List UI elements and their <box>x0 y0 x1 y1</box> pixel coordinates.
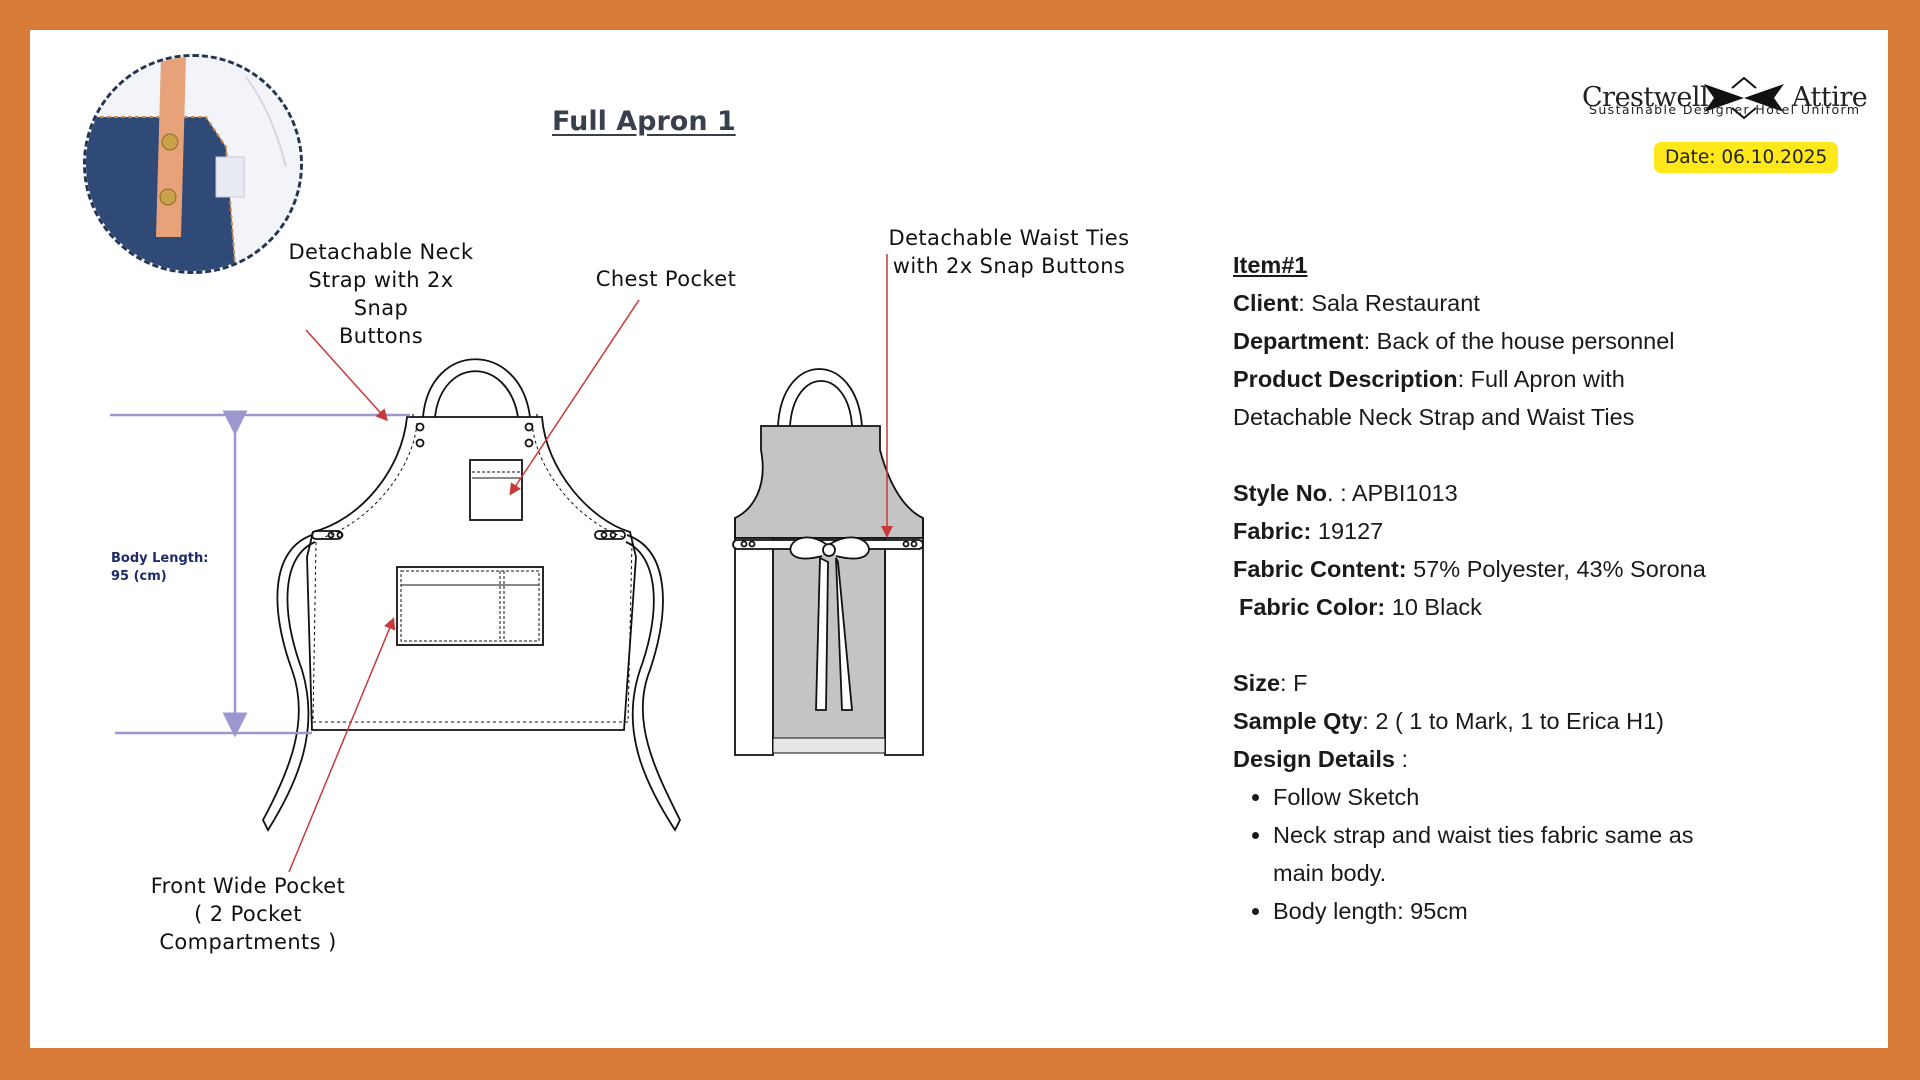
waist-ties-label-1: Detachable Waist Ties <box>888 226 1130 250</box>
page: Full Apron 1 Crestwell Attire Sustainabl… <box>30 30 1888 1048</box>
waist-ties-callout: Detachable Waist Ties with 2x Snap Butto… <box>878 224 1140 280</box>
front-pocket-label-1: Front Wide Pocket <box>150 874 346 898</box>
page-title: Full Apron 1 <box>552 106 736 137</box>
apron-technical-sketch <box>110 254 924 873</box>
brand-tagline: Sustainable Designer Hotel Uniform <box>1589 102 1861 117</box>
design-details-list: Follow Sketch Neck strap and waist ties … <box>1233 778 1743 930</box>
fabric-content-row: Fabric Content: 57% Polyester, 43% Soron… <box>1233 556 1706 582</box>
spec-sheet: Item#1 Client: Sala Restaurant Departmen… <box>1233 246 1793 930</box>
body-length-label: Body Length: 95 (cm) <box>111 550 208 586</box>
neck-strap-label-2: Strap with 2x Snap <box>308 268 454 320</box>
front-pocket-label-2: ( 2 Pocket <box>194 902 302 926</box>
waist-ties-label-2: with 2x Snap Buttons <box>892 254 1126 278</box>
brand-logo: Crestwell Attire <box>1582 48 1872 148</box>
neck-strap-label-3: Buttons <box>338 324 424 348</box>
callout-arrows <box>288 254 893 873</box>
product-description-row: Product Description: Full Apron with Det… <box>1233 366 1635 430</box>
brand-name-right: Attire <box>1792 82 1868 113</box>
strap-detail-photo <box>83 54 303 274</box>
brand-name-left: Crestwell <box>1582 82 1709 113</box>
body-length-label-1: Body Length: <box>111 551 209 566</box>
fabric-color-row: Fabric Color: 10 Black <box>1239 594 1482 620</box>
client-row: Client: Sala Restaurant <box>1233 290 1480 316</box>
date-badge: Date: 06.10.2025 <box>1654 142 1839 173</box>
list-item: Follow Sketch <box>1273 778 1743 816</box>
front-pocket-label-3: Compartments ) <box>159 930 337 954</box>
body-length-measure <box>110 410 410 738</box>
style-row: Style No. : APBI1013 <box>1233 480 1458 506</box>
chest-pocket-callout: Chest Pocket <box>595 267 737 291</box>
bowtie-icon <box>1704 76 1784 120</box>
size-row: Size: F <box>1233 670 1308 696</box>
item-number: Item#1 <box>1233 252 1308 278</box>
back-apron-drawing <box>732 368 924 756</box>
fabric-row: Fabric: 19127 <box>1233 518 1384 544</box>
sample-qty-row: Sample Qty: 2 ( 1 to Mark, 1 to Erica H1… <box>1233 708 1664 734</box>
list-item: Body length: 95cm <box>1273 892 1743 930</box>
neck-strap-label-1: Detachable Neck <box>288 240 474 264</box>
department-row: Department: Back of the house personnel <box>1233 328 1675 354</box>
front-apron-drawing <box>261 358 682 832</box>
list-item: Neck strap and waist ties fabric same as… <box>1273 816 1743 892</box>
body-length-label-2: 95 (cm) <box>111 569 167 584</box>
neck-strap-callout: Detachable Neck Strap with 2x Snap Butto… <box>278 238 484 350</box>
front-pocket-callout: Front Wide Pocket ( 2 Pocket Compartment… <box>128 872 368 956</box>
design-details-row: Design Details : <box>1233 746 1409 772</box>
